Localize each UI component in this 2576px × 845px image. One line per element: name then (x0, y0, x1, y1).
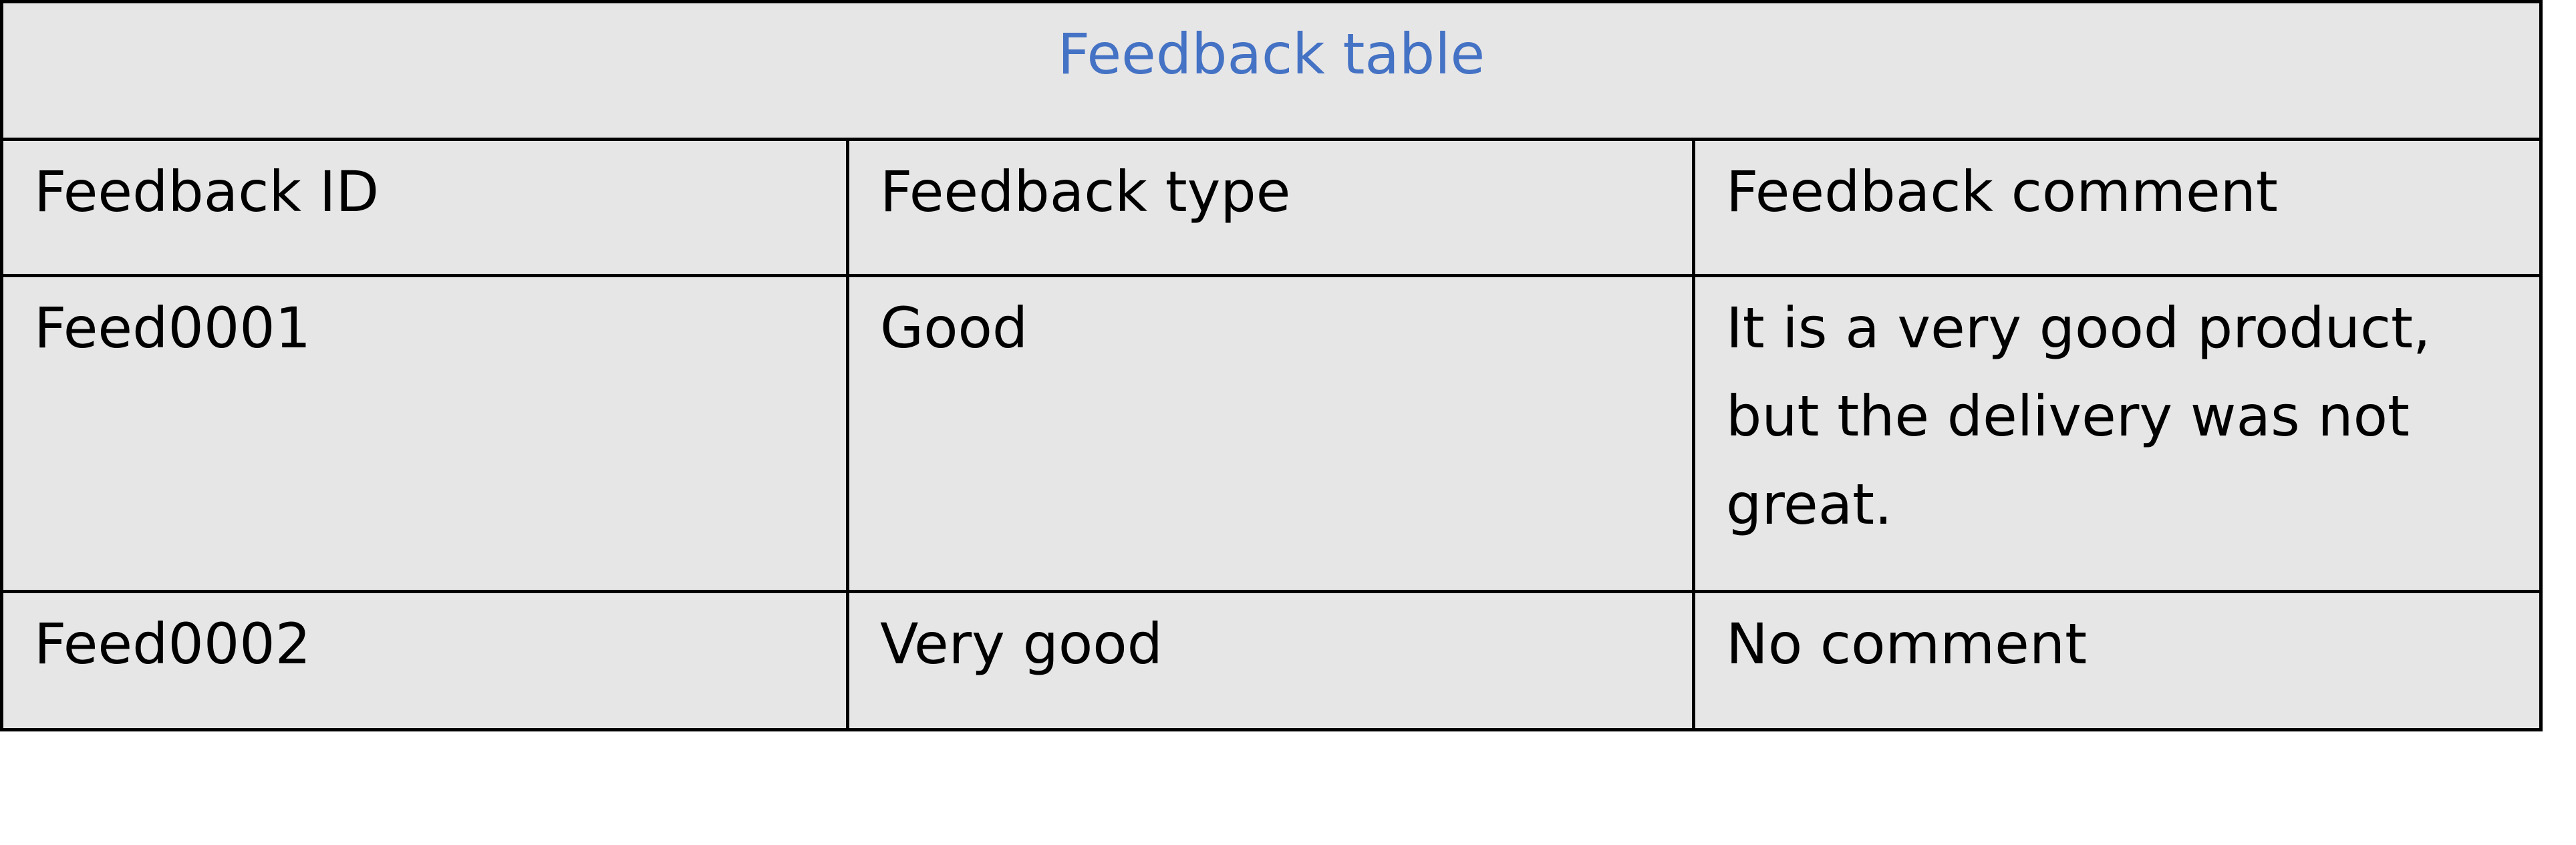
cell-feedback-comment: It is a very good product, but the deliv… (1692, 274, 2543, 593)
header-feedback-type: Feedback type (846, 138, 1695, 277)
cell-feedback-type: Good (846, 274, 1695, 593)
cell-feedback-type: Very good (846, 590, 1695, 731)
cell-feedback-comment: No comment (1692, 590, 2543, 731)
feedback-table: Feedback table Feedback ID Feedback type… (0, 0, 2543, 731)
table-header-row: Feedback ID Feedback type Feedback comme… (0, 138, 2543, 277)
cell-feedback-id: Feed0001 (0, 274, 849, 593)
table-row: Feed0001 Good It is a very good product,… (0, 274, 2543, 593)
table-title: Feedback table (0, 0, 2543, 141)
table-row: Feed0002 Very good No comment (0, 590, 2543, 731)
header-feedback-id: Feedback ID (0, 138, 849, 277)
header-feedback-comment: Feedback comment (1692, 138, 2543, 277)
cell-feedback-id: Feed0002 (0, 590, 849, 731)
table-title-row: Feedback table (0, 0, 2543, 141)
